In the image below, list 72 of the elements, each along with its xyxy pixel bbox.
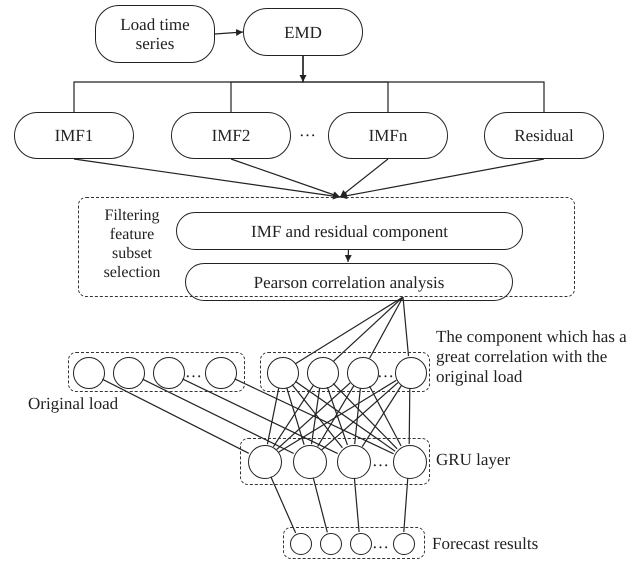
- arrow: [344, 248, 352, 262]
- dashed-group-box: [240, 438, 430, 485]
- connector-line: [354, 478, 360, 532]
- neuron-circle: [393, 533, 415, 555]
- process-box: Residual: [484, 112, 604, 159]
- connector-line: [354, 388, 361, 444]
- connector-line: [368, 386, 402, 446]
- connector-line: [369, 296, 404, 358]
- caption-text: Original load: [28, 394, 120, 414]
- connector-line: [102, 378, 250, 454]
- connector-line: [402, 296, 410, 356]
- process-box: EMD: [243, 8, 363, 56]
- connector-line: [362, 385, 402, 448]
- connector-line: [321, 382, 398, 450]
- connector-line: [317, 385, 354, 447]
- group-title: Filtering feature subset selection: [102, 206, 162, 282]
- connector-line: [182, 378, 338, 454]
- process-box: IMF and residual component: [176, 212, 523, 250]
- ellipsis-text: …: [299, 121, 316, 141]
- connector-line: [270, 476, 296, 534]
- connector-line: [312, 477, 328, 532]
- caption-text: GRU layer: [436, 450, 512, 470]
- neuron-circle: [395, 357, 427, 389]
- neuron-circle: [393, 445, 427, 479]
- neuron-circle: [73, 357, 105, 389]
- process-box: IMF2: [171, 112, 291, 159]
- neuron-circle: [113, 357, 145, 389]
- connector-line: [408, 388, 410, 444]
- process-box: Load time series: [95, 5, 215, 63]
- neuron-circle: [293, 445, 327, 479]
- dashed-group-box: [283, 527, 425, 559]
- ellipsis-text: …: [372, 533, 389, 553]
- caption-text: The component which has a great correlation with the original load: [436, 327, 628, 387]
- connector-line: [276, 382, 351, 450]
- connector-line: [294, 380, 396, 452]
- connector-line: [278, 380, 397, 453]
- process-box: Pearson correlation analysis: [185, 263, 513, 301]
- process-box: IMFn: [328, 112, 448, 159]
- connector-line: [333, 296, 404, 362]
- ellipsis-text: …: [372, 451, 389, 471]
- arrow: [214, 29, 244, 36]
- connector-line: [234, 378, 394, 454]
- neuron-circle: [248, 445, 282, 479]
- neuron-circle: [337, 445, 371, 479]
- connector-line: [326, 386, 348, 446]
- arrow: [230, 158, 340, 198]
- process-box: IMF1: [14, 112, 134, 159]
- ellipsis-text: …: [185, 362, 202, 382]
- connector-line: [295, 296, 404, 364]
- neuron-circle: [347, 357, 379, 389]
- connector-line: [403, 478, 408, 532]
- connector-line: [286, 387, 305, 445]
- dashed-group-box: [68, 352, 245, 392]
- neuron-circle: [307, 357, 339, 389]
- connector-line: [272, 385, 314, 448]
- neuron-circle: [320, 533, 342, 555]
- neuron-circle: [153, 357, 185, 389]
- connector-line: [292, 384, 343, 448]
- dashed-group-box: [260, 352, 430, 392]
- connector-line: [302, 56, 545, 112]
- neuron-circle: [350, 533, 372, 555]
- connector-line: [266, 388, 280, 444]
- arrow: [340, 158, 388, 198]
- arrow: [340, 158, 544, 200]
- neuron-circle: [205, 357, 237, 389]
- neuron-circle: [267, 357, 299, 389]
- connector-line: [310, 388, 320, 444]
- neuron-circle: [290, 533, 312, 555]
- caption-text: Forecast results: [432, 534, 540, 554]
- ellipsis-text: …: [377, 362, 394, 382]
- connector-line: [142, 378, 294, 454]
- connector-line: [332, 382, 398, 450]
